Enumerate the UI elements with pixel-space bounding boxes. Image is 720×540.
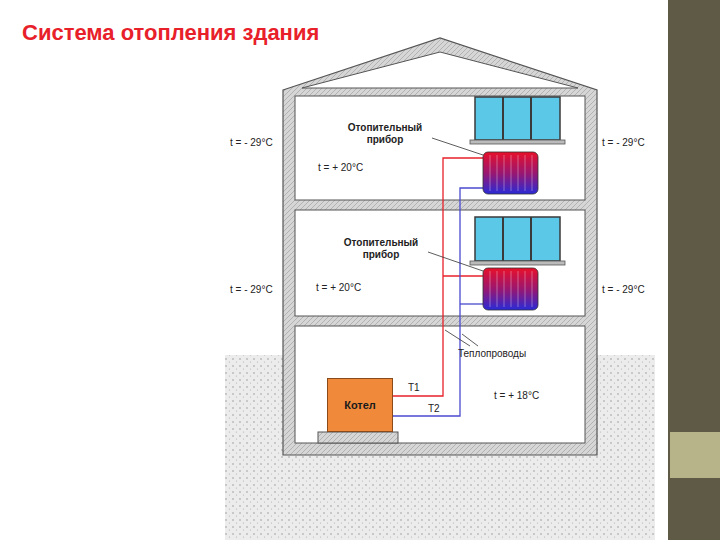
pipe-label: T1 — [408, 382, 420, 394]
temperature-label: t = - 29°C — [230, 284, 273, 296]
boiler-box: Котел — [327, 378, 393, 432]
temperature-label: t = + 18°C — [494, 390, 539, 402]
radiator-fin — [490, 155, 491, 191]
callout-label: Отопительный прибор — [336, 237, 426, 260]
temperature-label: t = - 29°C — [230, 137, 273, 149]
radiator-fin — [511, 155, 512, 191]
radiator-fin — [504, 155, 505, 191]
house-wall — [283, 38, 597, 455]
callout-label: Теплопроводы — [458, 348, 526, 360]
radiator-fin — [532, 271, 533, 307]
radiator-fin — [497, 155, 498, 191]
side-bar — [668, 0, 720, 540]
attic — [302, 52, 578, 88]
radiator-fin — [504, 271, 505, 307]
radiator-fin — [532, 155, 533, 191]
window — [470, 97, 565, 144]
pipe — [393, 158, 483, 416]
side-bar-accent — [670, 432, 720, 478]
boiler-label: Котел — [344, 399, 376, 411]
radiator-fin — [525, 155, 526, 191]
temperature-label: t = - 29°C — [602, 137, 645, 149]
radiator — [483, 152, 538, 194]
pipe-label: T2 — [428, 403, 440, 415]
room — [295, 96, 585, 200]
radiator — [483, 268, 538, 310]
boiler-base — [318, 432, 398, 443]
temperature-label: t = + 20°C — [318, 162, 363, 174]
slide-title: Система отопления здания — [22, 20, 322, 46]
radiator-fin — [518, 155, 519, 191]
callout-label: Отопительный прибор — [340, 122, 430, 145]
window — [470, 217, 565, 265]
radiator-fin — [511, 271, 512, 307]
temperature-label: t = - 29°C — [602, 284, 645, 296]
room — [295, 210, 585, 316]
radiator-fin — [525, 271, 526, 307]
radiator-fin — [490, 271, 491, 307]
radiator-fin — [497, 271, 498, 307]
leader-line — [428, 138, 483, 346]
temperature-label: t = + 20°C — [316, 282, 361, 294]
radiator-fin — [518, 271, 519, 307]
basement — [295, 326, 585, 443]
